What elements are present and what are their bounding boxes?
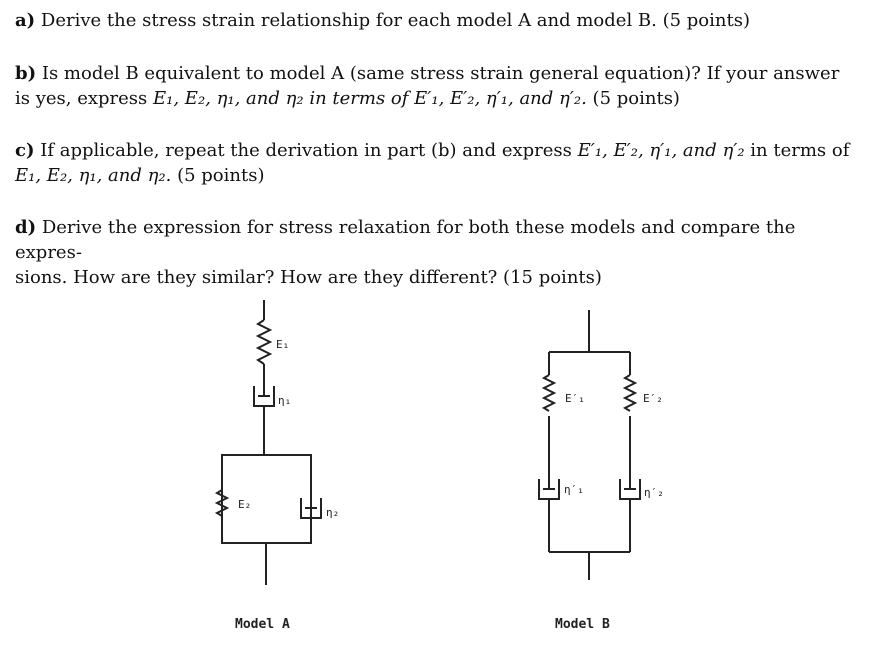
model-a-e2-label: E₂ (238, 498, 251, 511)
question-d-line1: Derive the expression for stress relaxat… (15, 217, 796, 263)
question-a-text: Derive the stress strain relationship fo… (40, 10, 750, 31)
model-b-eta2-label: η′₂ (644, 486, 664, 499)
model-a-dashpot-2 (300, 498, 322, 519)
question-d: d) Derive the expression for stress rela… (15, 215, 860, 290)
model-b-e2-label: E′₂ (643, 392, 663, 405)
model-b-e1-label: E′₁ (565, 392, 585, 405)
model-b-dashpot-1 (538, 479, 560, 500)
model-a-parallel-frame (221, 454, 312, 544)
question-d-line2: sions. How are they similar? How are the… (15, 267, 602, 288)
model-a-caption: Model A (235, 617, 290, 632)
question-b-label: b) (15, 63, 37, 84)
model-b: E′₁ E′₂ η′₁ η′₂ Model B (538, 310, 664, 632)
model-a-spring-2 (214, 489, 230, 517)
question-c-line1-math: E′₁, E′₂, η′₁, and η′₂ (577, 140, 745, 161)
question-c: c) If applicable, repeat the derivation … (15, 138, 860, 188)
question-c-line2-post: (5 points) (171, 165, 265, 186)
question-b-line2-pre: is yes, express (15, 88, 153, 109)
question-c-label: c) (15, 140, 35, 161)
question-c-line1-post: in terms of (744, 140, 850, 161)
model-a-dashpot-1 (253, 386, 275, 407)
model-a: E₁ η₁ E₂ η₂ Model A (214, 300, 339, 632)
model-b-dashpot-2 (619, 479, 641, 500)
model-a-spring-1 (255, 319, 273, 365)
model-a-eta1-label: η₁ (278, 394, 291, 407)
model-b-caption: Model B (555, 617, 610, 632)
question-b-line2-math: E₁, E₂, η₁, and η₂ in terms of E′₁, E′₂,… (153, 88, 587, 109)
model-b-eta1-label: η′₁ (564, 483, 584, 496)
question-b-line2-post: (5 points) (586, 88, 680, 109)
model-a-e1-label: E₁ (276, 338, 289, 351)
question-c-line1-pre: If applicable, repeat the derivation in … (40, 140, 578, 161)
model-diagram: E₁ η₁ E₂ η₂ Model A E′₁ E′₂ η′₁ η′₂ Mode… (214, 300, 664, 632)
question-a: a) Derive the stress strain relationship… (15, 8, 860, 33)
question-b: b) Is model B equivalent to model A (sam… (15, 61, 860, 111)
question-b-line1: Is model B equivalent to model A (same s… (41, 63, 840, 84)
question-d-label: d) (15, 217, 37, 238)
question-c-line2-math: E₁, E₂, η₁, and η₂. (15, 165, 172, 186)
model-b-spring-2 (622, 374, 638, 412)
model-a-eta2-label: η₂ (326, 506, 339, 519)
model-b-spring-1 (541, 374, 557, 412)
question-a-label: a) (15, 10, 36, 31)
